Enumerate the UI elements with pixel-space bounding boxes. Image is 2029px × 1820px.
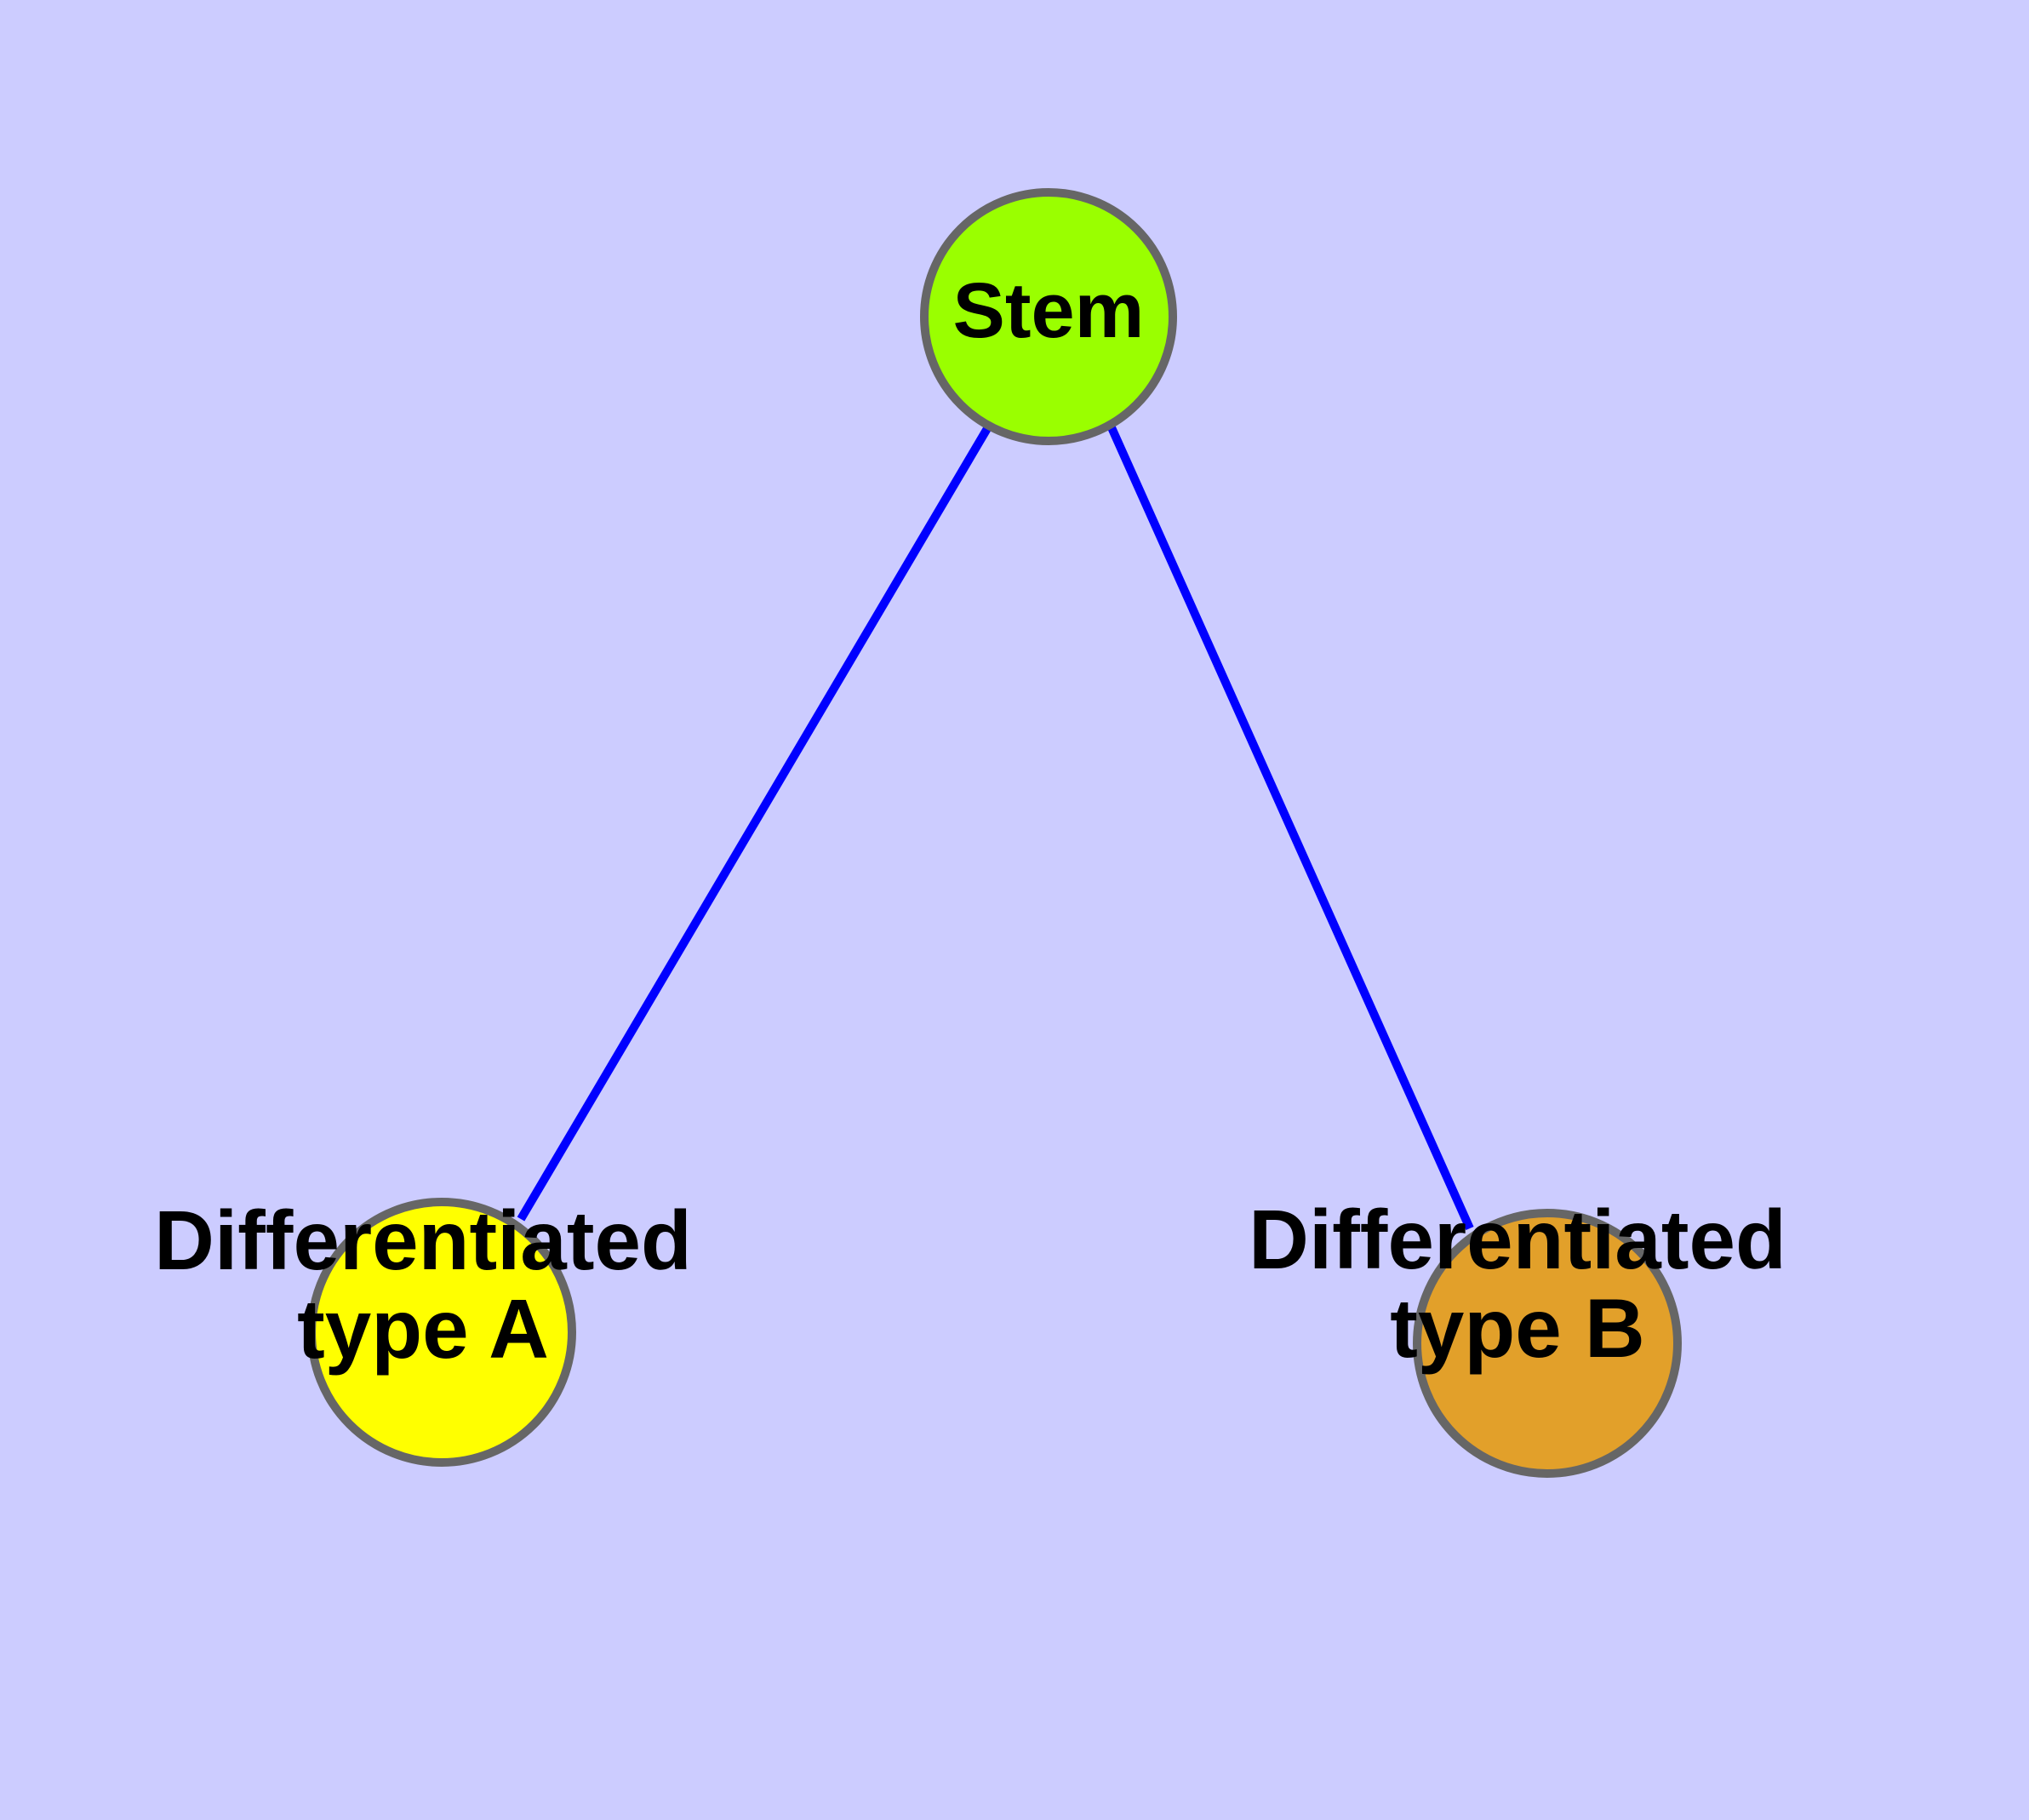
edge-stem-to-diff_a[interactable]	[517, 423, 993, 1222]
edge-stem-to-diff_b[interactable]	[1106, 423, 1474, 1231]
node-circle-diff_a[interactable]	[307, 1198, 576, 1467]
nodes-group	[307, 188, 1682, 1478]
node-label-line: type A	[297, 1282, 549, 1376]
node-circle-diff_b[interactable]	[1413, 1209, 1682, 1478]
node-circle-stem[interactable]	[920, 188, 1177, 445]
node-label-line: type B	[1390, 1281, 1645, 1375]
node-label-stem: Stem	[953, 267, 1145, 354]
node-label-line: Differentiated	[1249, 1193, 1786, 1286]
node-label-line: Differentiated	[154, 1193, 692, 1287]
node-label-line: Stem	[953, 267, 1145, 354]
edges-group	[517, 423, 1474, 1231]
